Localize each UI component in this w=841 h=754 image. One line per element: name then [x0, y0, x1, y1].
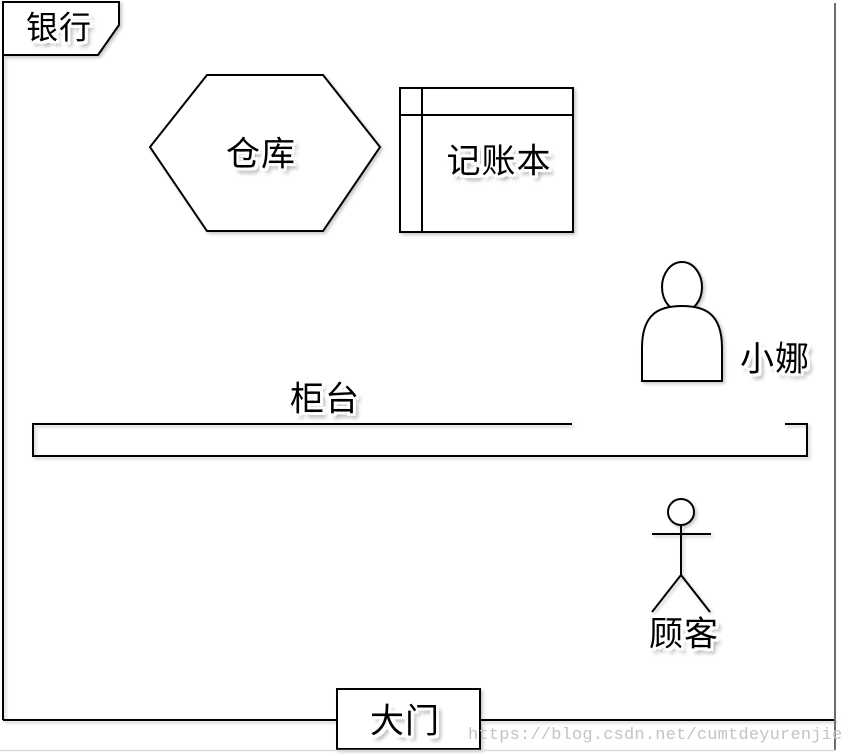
- customer-stick-figure: [651, 498, 711, 613]
- counter-label: 柜台: [290, 380, 360, 419]
- customer-label: 顾客: [649, 615, 719, 654]
- warehouse-hexagon: [148, 74, 382, 232]
- gate-shape: [336, 688, 481, 750]
- warehouse-label: 仓库: [226, 135, 296, 174]
- ledger-shape: [399, 87, 574, 233]
- ledger-outline: [399, 87, 574, 233]
- bank-title-tab-shape: [2, 1, 120, 56]
- teller-head: [661, 261, 703, 313]
- counter-shape: [32, 423, 808, 457]
- customer-leg-right: [680, 574, 711, 613]
- teller-name-label: 小娜: [740, 340, 810, 379]
- customer-head: [667, 498, 695, 526]
- ledger-label: 记账本: [446, 142, 552, 181]
- teller-figure: [641, 261, 723, 382]
- watermark-url: https://blog.csdn.net/cumtdeyurenjie: [468, 726, 841, 745]
- bank-title-label: 银行: [25, 9, 93, 46]
- gate-label: 大门: [370, 702, 440, 741]
- customer-leg-left: [651, 574, 682, 613]
- teller-body: [641, 304, 723, 382]
